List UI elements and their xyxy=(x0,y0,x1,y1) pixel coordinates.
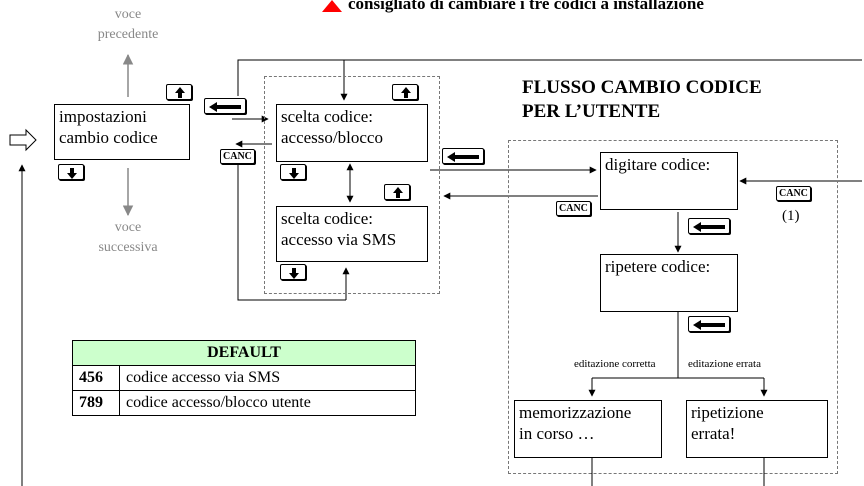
canc-key-1[interactable]: CANC xyxy=(220,149,255,164)
up-arrow-icon xyxy=(175,87,185,98)
key-down-1[interactable] xyxy=(58,164,84,180)
code-cell: 456 xyxy=(72,365,120,391)
key-up-3[interactable] xyxy=(384,184,410,200)
branch-ok-label: editazione corretta xyxy=(574,358,656,370)
desc-cell: codice accesso/blocco utente xyxy=(119,390,416,416)
canc-key-3[interactable]: CANC xyxy=(776,186,811,201)
left-arrow-icon xyxy=(693,320,725,330)
table-header: DEFAULT xyxy=(72,340,416,366)
desc-cell: codice accesso via SMS xyxy=(119,365,416,391)
key-down-3[interactable] xyxy=(280,264,306,280)
branch-ko-label: editazione errata xyxy=(688,358,761,370)
left-arrow-icon xyxy=(693,222,725,232)
digitare-codice-box[interactable]: digitare codice: xyxy=(600,152,738,210)
code-cell: 789 xyxy=(72,390,120,416)
down-arrow-icon xyxy=(289,268,299,279)
key-down-2[interactable] xyxy=(280,164,306,180)
key-up-2[interactable] xyxy=(392,84,418,100)
scelta-accesso-sms-box[interactable]: scelta codice:accesso via SMS xyxy=(276,206,428,262)
change-flow-group xyxy=(508,140,838,474)
key-up-1[interactable] xyxy=(166,84,192,100)
key-left-1[interactable] xyxy=(204,98,246,114)
table-row: 456 codice accesso via SMS xyxy=(72,365,416,391)
left-arrow-icon xyxy=(447,152,479,162)
up-arrow-icon xyxy=(401,87,411,98)
down-arrow-icon xyxy=(289,168,299,179)
scelta-accesso-blocco-box[interactable]: scelta codice:accesso/blocco xyxy=(276,104,428,162)
warning-text: consigliato di cambiare i tre codici a i… xyxy=(348,0,704,13)
note-1: (1) xyxy=(782,208,800,224)
key-left-2[interactable] xyxy=(442,148,484,164)
key-left-4[interactable] xyxy=(688,316,730,332)
table-row: 789 codice accesso/blocco utente xyxy=(72,390,416,416)
left-arrow-icon xyxy=(209,102,241,112)
down-arrow-icon xyxy=(67,168,77,179)
canc-key-2[interactable]: CANC xyxy=(556,201,591,216)
warning-icon xyxy=(322,0,342,12)
key-left-3[interactable] xyxy=(688,218,730,234)
codes-group xyxy=(264,76,440,294)
default-codes-table: DEFAULT 456 codice accesso via SMS 789 c… xyxy=(72,340,416,416)
ripetere-codice-box[interactable]: ripetere codice: xyxy=(600,254,738,312)
entry-arrow-icon xyxy=(9,128,37,152)
up-arrow-icon xyxy=(393,187,403,198)
